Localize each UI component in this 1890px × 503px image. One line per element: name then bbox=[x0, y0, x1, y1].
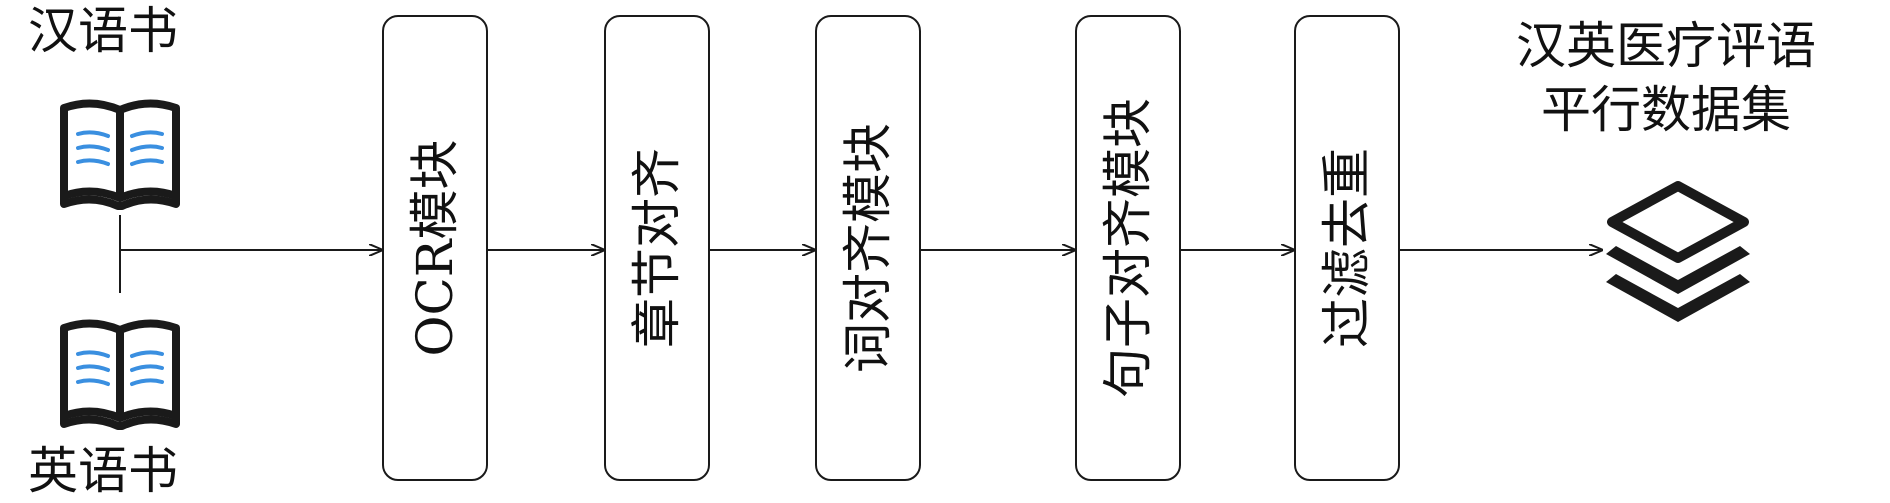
output-label-line2: 平行数据集 bbox=[1541, 81, 1791, 139]
word-alignment-label: 词对齐模块 bbox=[839, 123, 897, 373]
word-alignment-box: 词对齐模块 bbox=[815, 15, 921, 481]
source-label-chinese-book: 汉语书 bbox=[28, 2, 178, 60]
sentence-alignment-box: 句子对齐模块 bbox=[1075, 15, 1181, 481]
filter-dedup-label: 过滤去重 bbox=[1318, 148, 1376, 348]
chapter-alignment-label: 章节对齐 bbox=[628, 148, 686, 348]
ocr-module-label: OCR模块 bbox=[406, 139, 464, 357]
open-book-icon bbox=[60, 99, 180, 210]
sentence-alignment-label: 句子对齐模块 bbox=[1099, 98, 1157, 398]
output-label-line1: 汉英医疗评语 bbox=[1516, 17, 1816, 75]
source-label-english-book: 英语书 bbox=[28, 442, 178, 500]
filter-dedup-box: 过滤去重 bbox=[1294, 15, 1400, 481]
chapter-alignment-box: 章节对齐 bbox=[604, 15, 710, 481]
ocr-module-box: OCR模块 bbox=[382, 15, 488, 481]
open-book-icon bbox=[60, 319, 180, 430]
output-dataset-label: 汉英医疗评语 平行数据集 bbox=[1466, 14, 1866, 142]
layers-icon bbox=[1606, 181, 1750, 322]
